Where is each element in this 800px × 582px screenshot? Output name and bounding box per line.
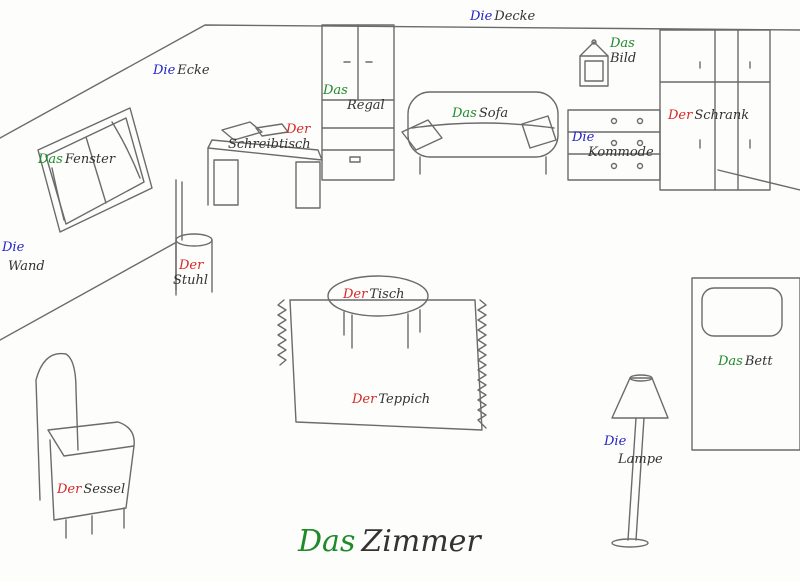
label-schrank-article: Der [668,108,693,123]
desk-drawing [207,121,323,209]
label-regal-article: Das [323,83,348,98]
sofa-drawing [401,91,559,175]
label-schreibtisch-article: Der [286,122,311,137]
wall-ceiling-edge [0,24,800,139]
label-tisch-article: Der [343,287,368,302]
label-sessel-noun: Sessel [83,482,126,497]
label-sessel-article: Der [57,482,82,497]
label-stuhl-article: Der [179,258,204,273]
label-lampe-noun: Lampe [618,452,663,467]
label-wand-article: Die [2,240,25,255]
shelf-drawing [321,24,395,181]
label-kommode-article: Die [572,130,595,145]
label-regal-noun: Regal [347,98,385,113]
label-wand-noun: Wand [8,259,45,274]
bed-drawing [691,277,800,451]
label-kommode-noun: Kommode [588,145,654,160]
title-article: Das [298,524,356,559]
label-decke-article: Die [470,9,493,24]
right-floor-edge [717,169,800,191]
label-lampe-article: Die [604,434,627,449]
label-bild-noun: Bild [610,51,637,66]
label-fenster-noun: Fenster [64,152,116,167]
label-sofa-noun: Sofa [478,106,509,121]
table-drawing [327,275,429,349]
title-noun: Zimmer [361,524,481,559]
label-bett-noun: Bett [744,354,773,369]
label-sofa-article: Das [452,106,477,121]
wall-floor-edge [0,242,176,341]
dresser-drawing [567,109,661,181]
label-decke-noun: Decke [494,9,536,24]
label-bild-article: Das [610,36,635,51]
picture-drawing [579,39,609,87]
chair-drawing [175,179,213,296]
lamp-drawing [611,374,669,548]
label-teppich-article: Der [352,392,377,407]
label-schrank-noun: Schrank [694,108,750,123]
carpet-drawing [277,299,487,431]
label-tisch-noun: Tisch [369,287,405,302]
label-fenster-article: Das [38,152,63,167]
label-ecke-article: Die [153,63,176,78]
label-bett-article: Das [718,354,743,369]
label-teppich-noun: Teppich [378,392,431,407]
label-stuhl-noun: Stuhl [173,273,209,288]
label-schreibtisch-noun: Schreibtisch [228,137,311,152]
window-drawing [37,107,153,233]
armchair-drawing [35,352,135,539]
label-ecke-noun: Ecke [177,63,210,78]
